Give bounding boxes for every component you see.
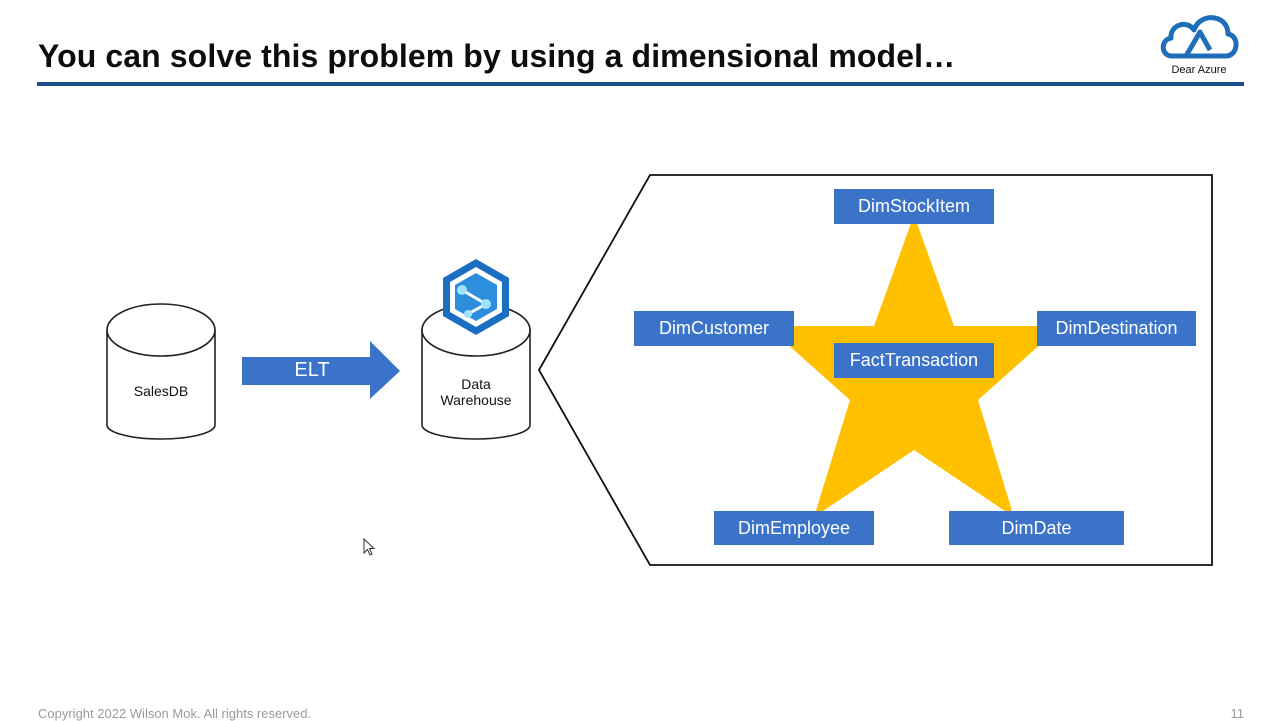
- dim-destination-box: DimDestination: [1037, 311, 1196, 346]
- copyright-text: Copyright 2022 Wilson Mok. All rights re…: [38, 706, 312, 721]
- elt-arrow: [242, 341, 400, 399]
- slide-title: You can solve this problem by using a di…: [38, 38, 956, 74]
- title-underline: [37, 82, 1244, 86]
- azure-synapse-icon: [443, 259, 509, 335]
- salesdb-label: SalesDB: [133, 383, 189, 399]
- dim-employee-box: DimEmployee: [714, 511, 874, 545]
- dim-stock-item-box: DimStockItem: [834, 189, 994, 224]
- salesdb-cylinder: [106, 303, 216, 440]
- dim-customer-box: DimCustomer: [634, 311, 794, 346]
- data-warehouse-label: Data Warehouse: [422, 376, 530, 408]
- mouse-cursor-icon: [363, 538, 376, 556]
- elt-label: ELT: [294, 359, 330, 381]
- dear-azure-logo: Dear Azure: [1158, 10, 1240, 80]
- dim-date-box: DimDate: [949, 511, 1124, 545]
- data-warehouse-label-line1: Data: [461, 376, 491, 392]
- page-number: 11: [1230, 706, 1245, 721]
- logo-text: Dear Azure: [1171, 64, 1227, 76]
- fact-transaction-box: FactTransaction: [834, 343, 994, 378]
- data-warehouse-label-line2: Warehouse: [440, 392, 512, 408]
- cloud-logo-icon: [1160, 15, 1239, 59]
